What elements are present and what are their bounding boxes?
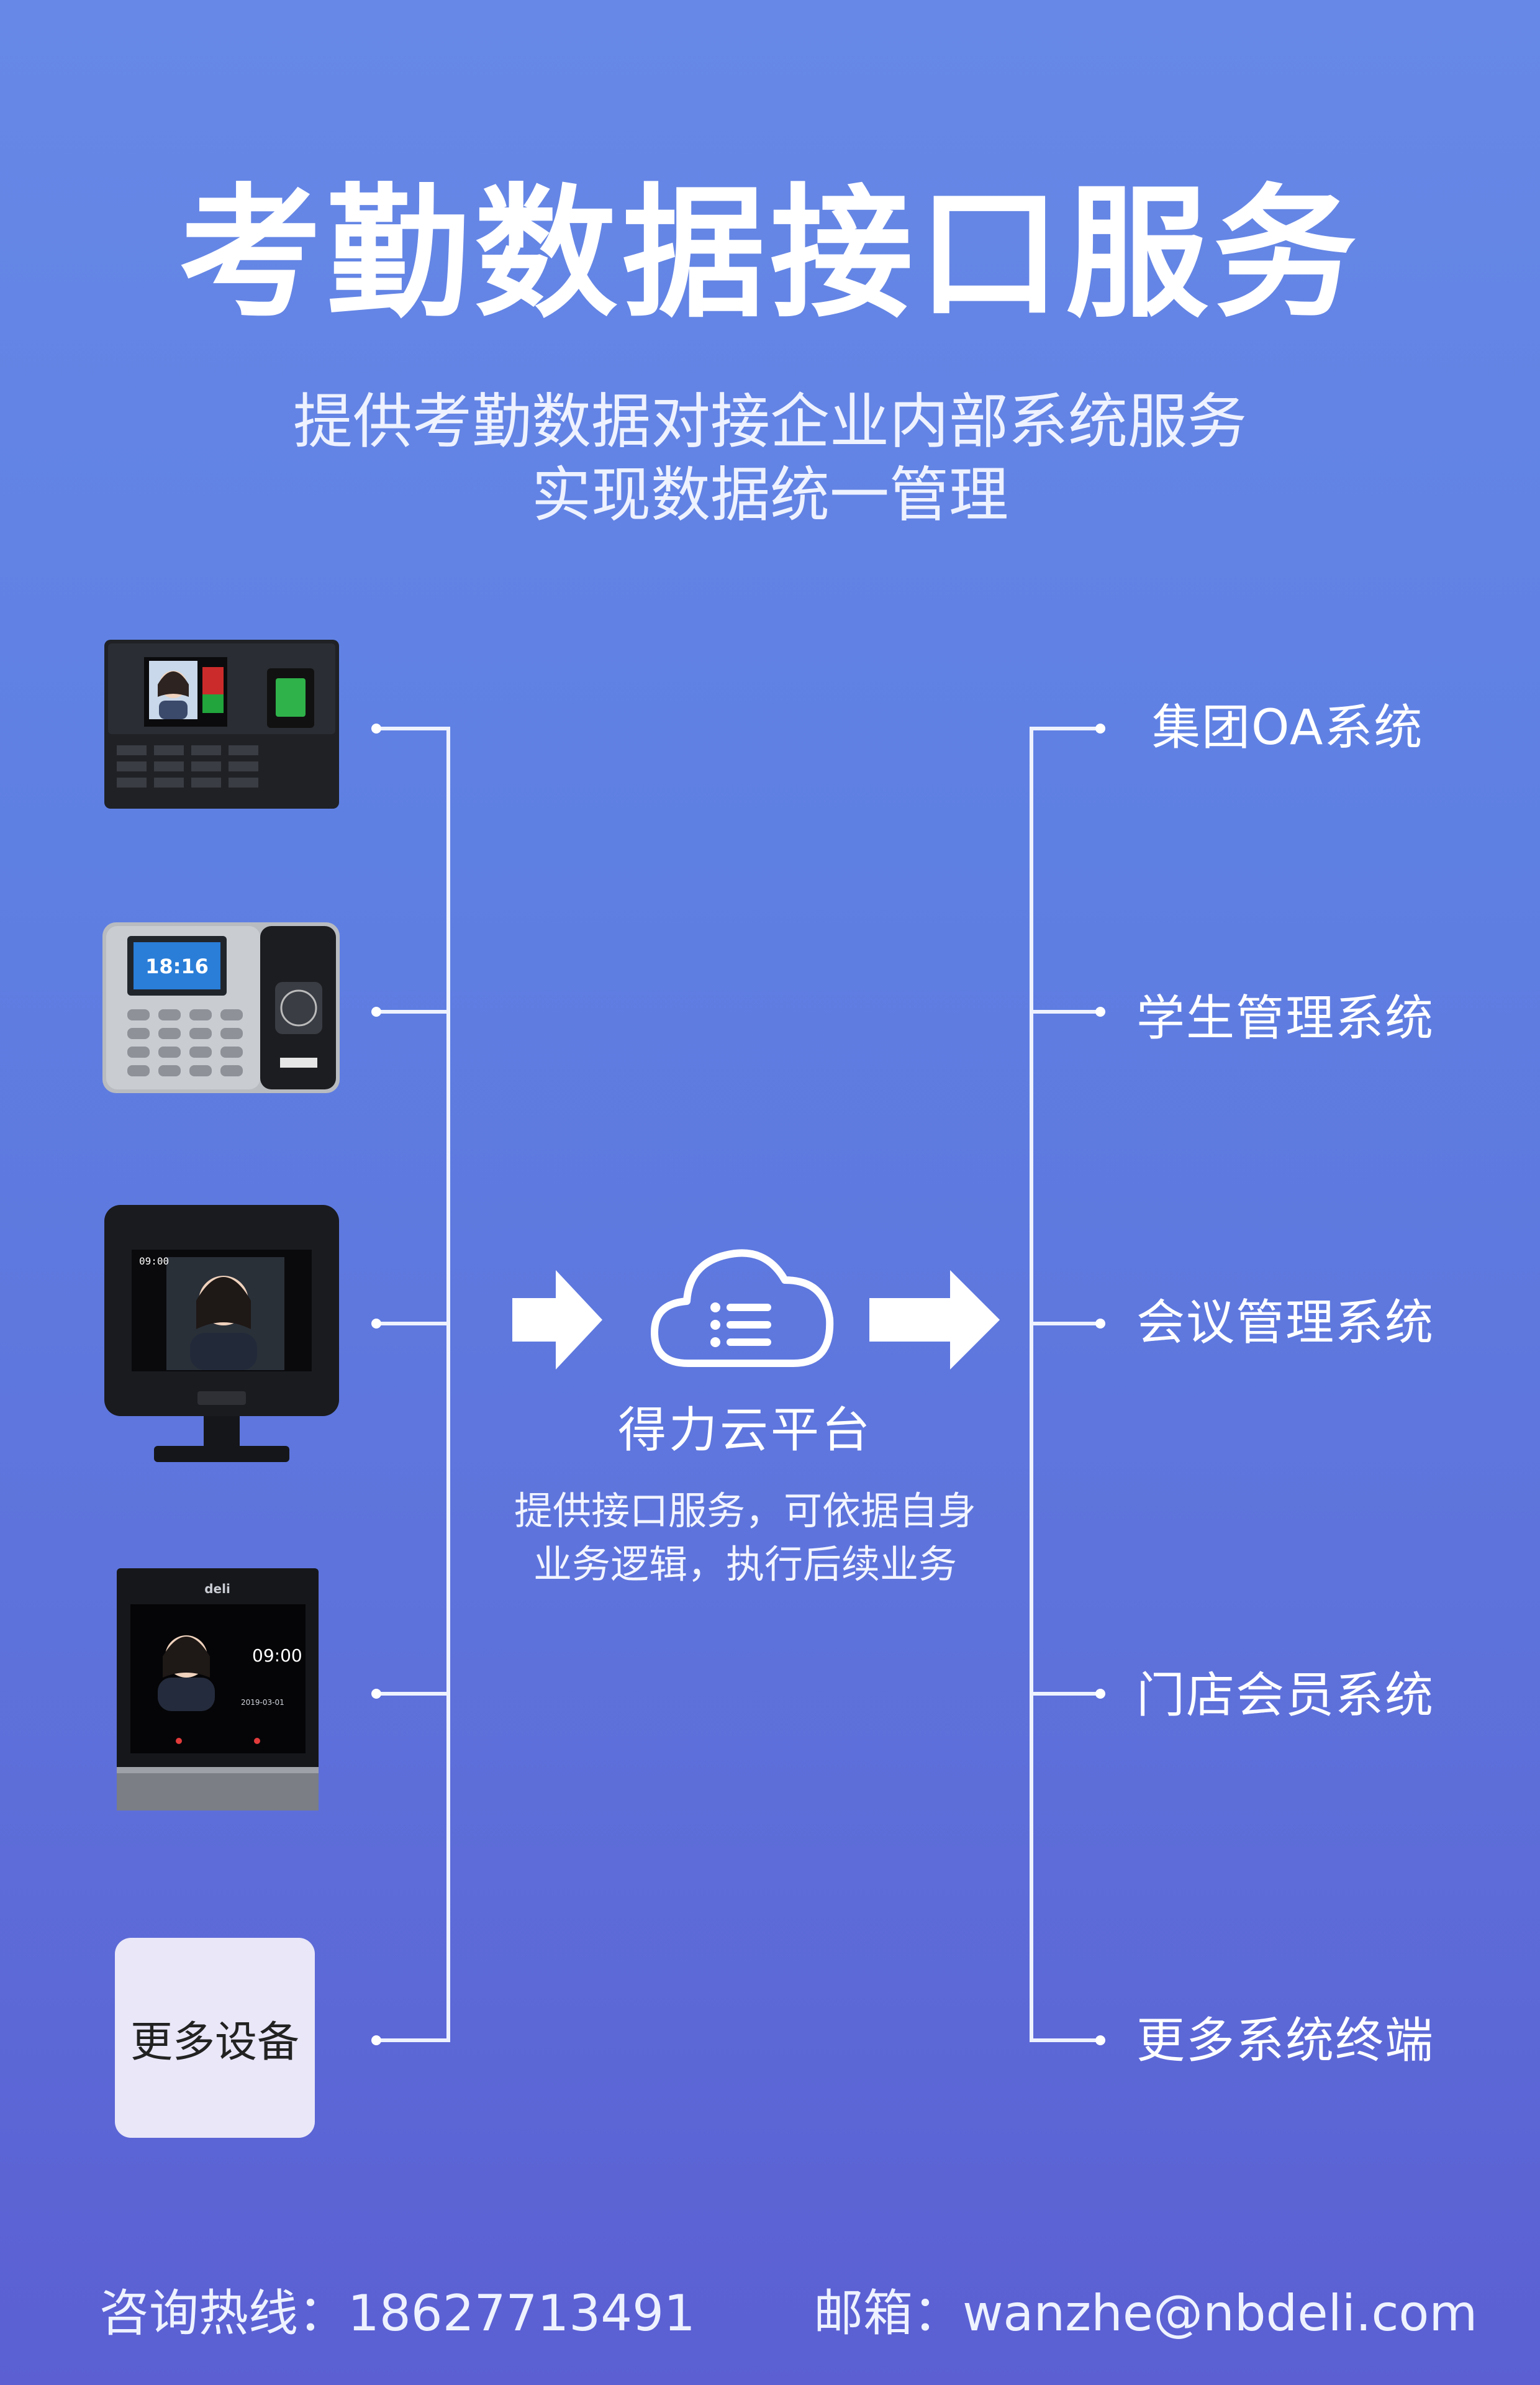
device4-screen-date: 2019-03-01 — [241, 1698, 284, 1707]
left-branch-4 — [376, 1692, 450, 1696]
platform-desc-line-2: 业务逻辑，执行后续业务 — [533, 1542, 957, 1587]
device2-screen-time: 18:16 — [145, 955, 209, 978]
left-branch-1 — [376, 727, 450, 730]
device-fingerprint-terminal: 18:16 — [102, 922, 340, 1093]
right-dot-4 — [1095, 1689, 1105, 1699]
footer-hotline: 咨询热线：18627713491 — [99, 2273, 695, 2345]
device4-screen-time: 09:00 — [252, 1645, 302, 1666]
right-branch-2 — [1030, 1010, 1100, 1014]
right-dot-2 — [1095, 1007, 1105, 1017]
left-branch-2 — [376, 1010, 450, 1014]
left-dot-4 — [371, 1689, 381, 1699]
right-dot-3 — [1095, 1319, 1105, 1329]
hotline-number[interactable]: 18627713491 — [348, 2284, 695, 2342]
left-bracket-vertical — [446, 727, 450, 2042]
device-face-terminal: deli 09:00 2019-03-01 — [117, 1568, 319, 1810]
subtitle-line-1: 提供考勤数据对接企业内部系统服务 — [293, 387, 1247, 457]
left-dot-5 — [371, 2035, 381, 2045]
page-title: 考勤数据接口服务 — [178, 171, 1361, 337]
system-label-meeting: 会议管理系统 — [1136, 1295, 1435, 1351]
more-devices-label: 更多设备 — [130, 2017, 299, 2067]
device3-screen-time: 09:00 — [139, 1255, 169, 1267]
right-dot-5 — [1095, 2035, 1105, 2045]
system-label-student: 学生管理系统 — [1136, 991, 1435, 1047]
left-branch-5 — [376, 2038, 450, 2042]
more-devices-tile: 更多设备 — [115, 1938, 315, 2138]
right-branch-1 — [1030, 727, 1100, 730]
arrow-right-icon-right — [869, 1270, 1000, 1370]
footer-email: 邮箱：wanzhe@nbdeli.com — [813, 2273, 1477, 2345]
hotline-label: 咨询热线： — [99, 2284, 348, 2342]
arrow-right-icon-left — [512, 1270, 602, 1370]
email-address[interactable]: wanzhe@nbdeli.com — [962, 2284, 1478, 2342]
right-dot-1 — [1095, 724, 1105, 734]
platform-title: 得力云平台 — [617, 1402, 872, 1458]
left-branch-3 — [376, 1322, 450, 1325]
device-face-fingerprint-terminal — [104, 640, 339, 809]
system-label-store-member: 门店会员系统 — [1136, 1668, 1435, 1724]
right-bracket-vertical — [1030, 727, 1033, 2042]
left-dot-3 — [371, 1319, 381, 1329]
cloud-list-icon — [651, 1249, 834, 1367]
subtitle-line-2: 实现数据统一管理 — [532, 460, 1008, 530]
platform-desc-line-1: 提供接口服务，可依据自身 — [514, 1488, 976, 1533]
system-label-more-terminals: 更多系统终端 — [1136, 2013, 1435, 2069]
device-face-recognition-stand: 09:00 — [104, 1205, 339, 1462]
platform-description: 提供接口服务，可依据自身 业务逻辑，执行后续业务 — [460, 1484, 1031, 1591]
system-label-oa: 集团OA系统 — [1152, 700, 1424, 756]
left-dot-1 — [371, 724, 381, 734]
left-dot-2 — [371, 1007, 381, 1017]
right-branch-4 — [1030, 1692, 1100, 1696]
right-branch-5 — [1030, 2038, 1100, 2042]
right-branch-3 — [1030, 1322, 1100, 1325]
device4-brand-logo: deli — [204, 1581, 230, 1596]
page-subtitle: 提供考勤数据对接企业内部系统服务 实现数据统一管理 — [0, 385, 1540, 532]
email-label: 邮箱： — [813, 2284, 962, 2342]
